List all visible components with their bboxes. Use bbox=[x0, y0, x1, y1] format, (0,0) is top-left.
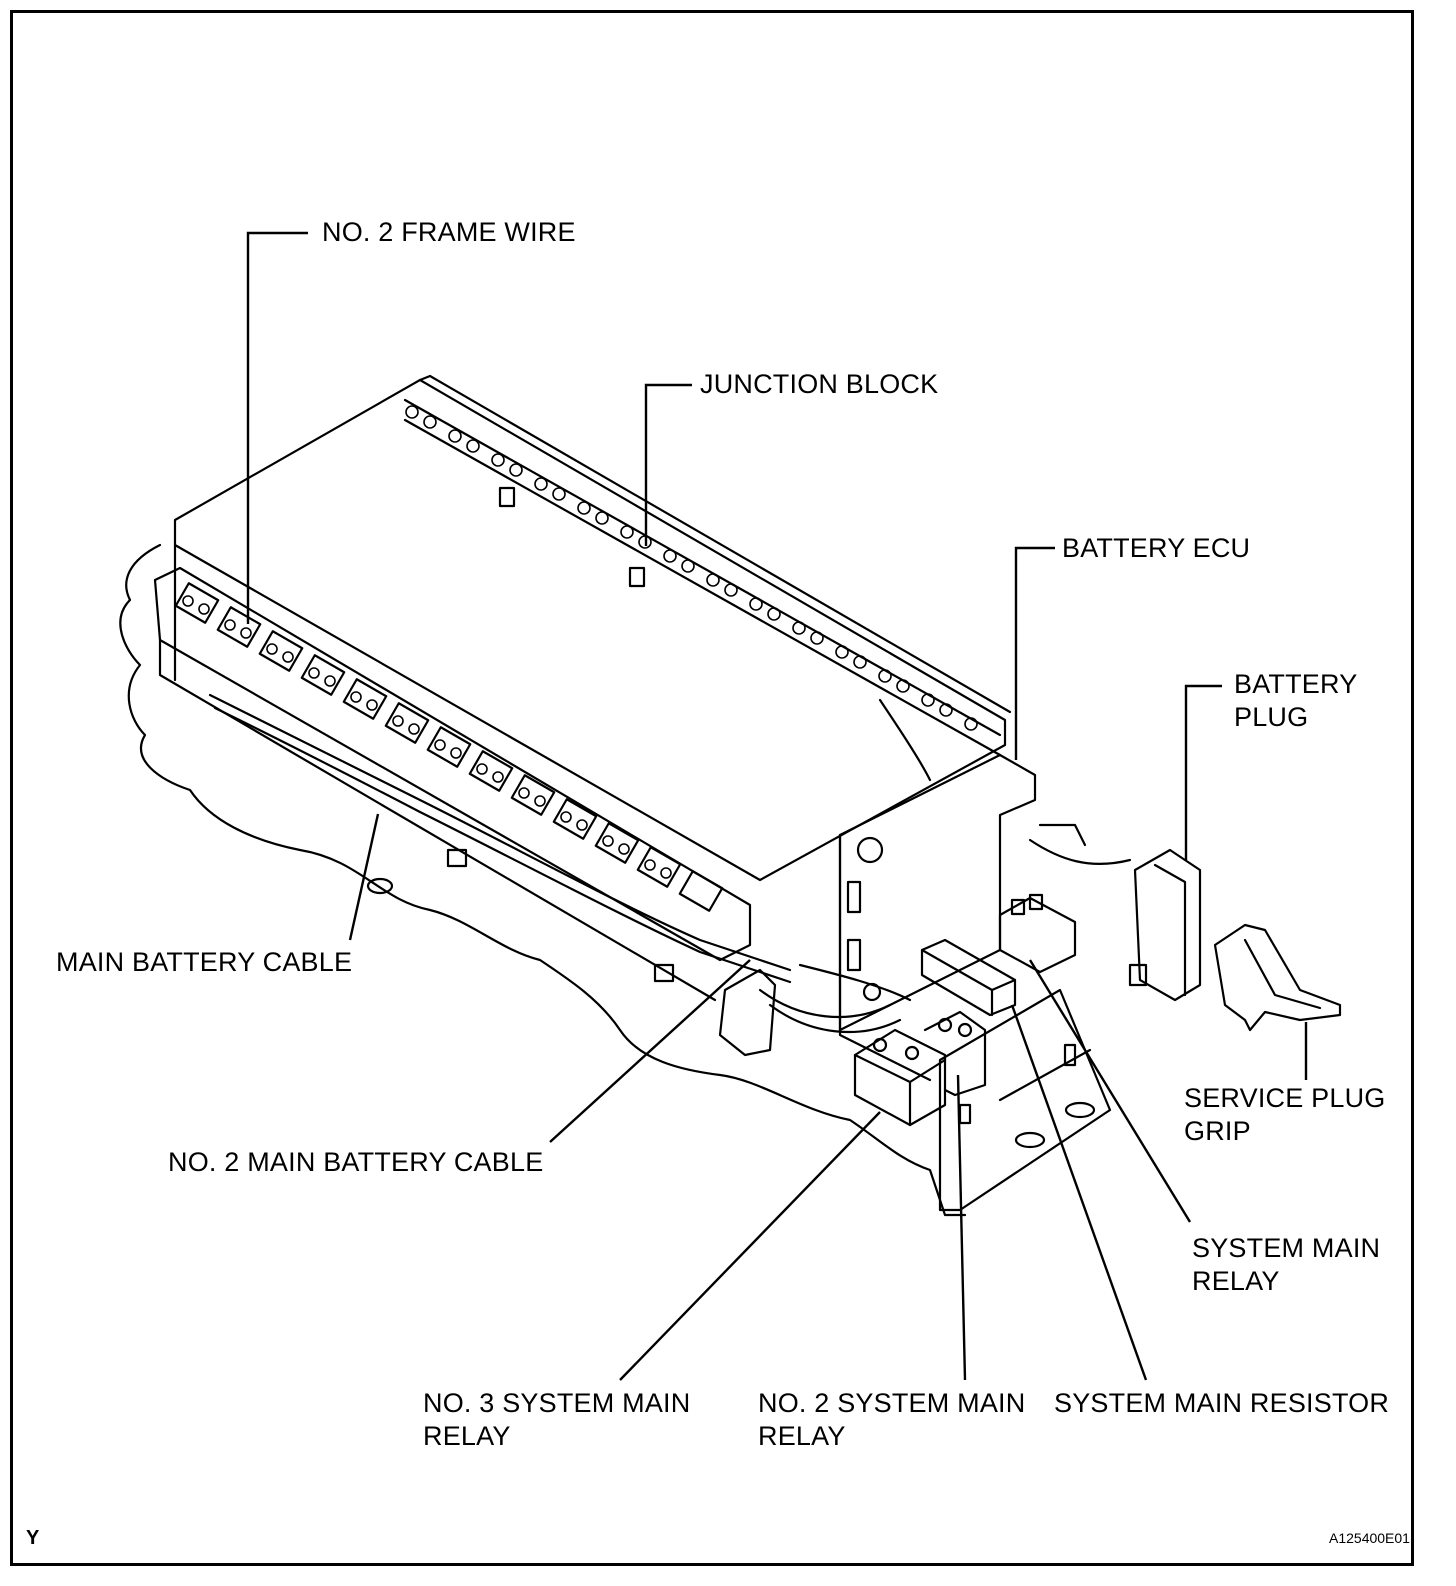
figure-frame bbox=[10, 10, 1414, 1566]
leader-junction-block bbox=[646, 385, 692, 546]
label-system-main-relay: SYSTEM MAIN RELAY bbox=[1192, 1233, 1381, 1296]
leader-no3-system-main-relay bbox=[620, 1112, 880, 1380]
label-no3-system-main-relay: NO. 3 SYSTEM MAIN RELAY bbox=[423, 1388, 691, 1451]
label-main-battery-cable: MAIN BATTERY CABLE bbox=[56, 947, 353, 977]
rear-junction-modules bbox=[406, 406, 977, 730]
front-bus-bar-modules bbox=[176, 583, 722, 911]
no3-system-main-relay-shape bbox=[855, 1030, 945, 1125]
label-battery-plug: BATTERY PLUG bbox=[1234, 669, 1358, 732]
battery-block bbox=[175, 380, 1005, 880]
label-service-plug-grip: SERVICE PLUG GRIP bbox=[1184, 1083, 1386, 1146]
no2-system-main-relay-shape bbox=[925, 1012, 985, 1095]
battery-plug-shape bbox=[1135, 850, 1200, 1000]
battery-ecu-housing bbox=[840, 755, 1035, 1030]
battery-tray bbox=[120, 545, 965, 1215]
leader-system-main-resistor bbox=[1012, 1005, 1146, 1380]
service-plug-grip-shape bbox=[1215, 925, 1340, 1030]
leader-no2-main-battery-cable bbox=[550, 960, 750, 1142]
leader-lines bbox=[248, 233, 1306, 1380]
label-system-main-resistor: SYSTEM MAIN RESISTOR bbox=[1054, 1388, 1390, 1418]
label-no2-system-main-relay: NO. 2 SYSTEM MAIN RELAY bbox=[758, 1388, 1026, 1451]
leader-battery-plug bbox=[1186, 686, 1222, 860]
main-battery-cable-path bbox=[210, 695, 790, 970]
label-junction-block: JUNCTION BLOCK bbox=[700, 369, 939, 399]
leader-no2-frame-wire bbox=[248, 233, 308, 624]
system-main-relay-shape bbox=[1000, 895, 1075, 972]
label-battery-ecu: BATTERY ECU bbox=[1062, 533, 1251, 563]
leader-system-main-relay bbox=[1030, 960, 1190, 1222]
system-main-resistor-shape bbox=[922, 940, 1015, 1015]
label-no2-frame-wire: NO. 2 FRAME WIRE bbox=[322, 217, 576, 247]
corner-mark: Y bbox=[26, 1527, 40, 1549]
figure-id: A125400E01 bbox=[1329, 1530, 1410, 1546]
label-no2-main-battery-cable: NO. 2 MAIN BATTERY CABLE bbox=[168, 1147, 544, 1177]
leader-no2-system-main-relay bbox=[958, 1075, 965, 1380]
leader-battery-ecu bbox=[1016, 548, 1055, 760]
leader-main-battery-cable bbox=[350, 814, 378, 940]
